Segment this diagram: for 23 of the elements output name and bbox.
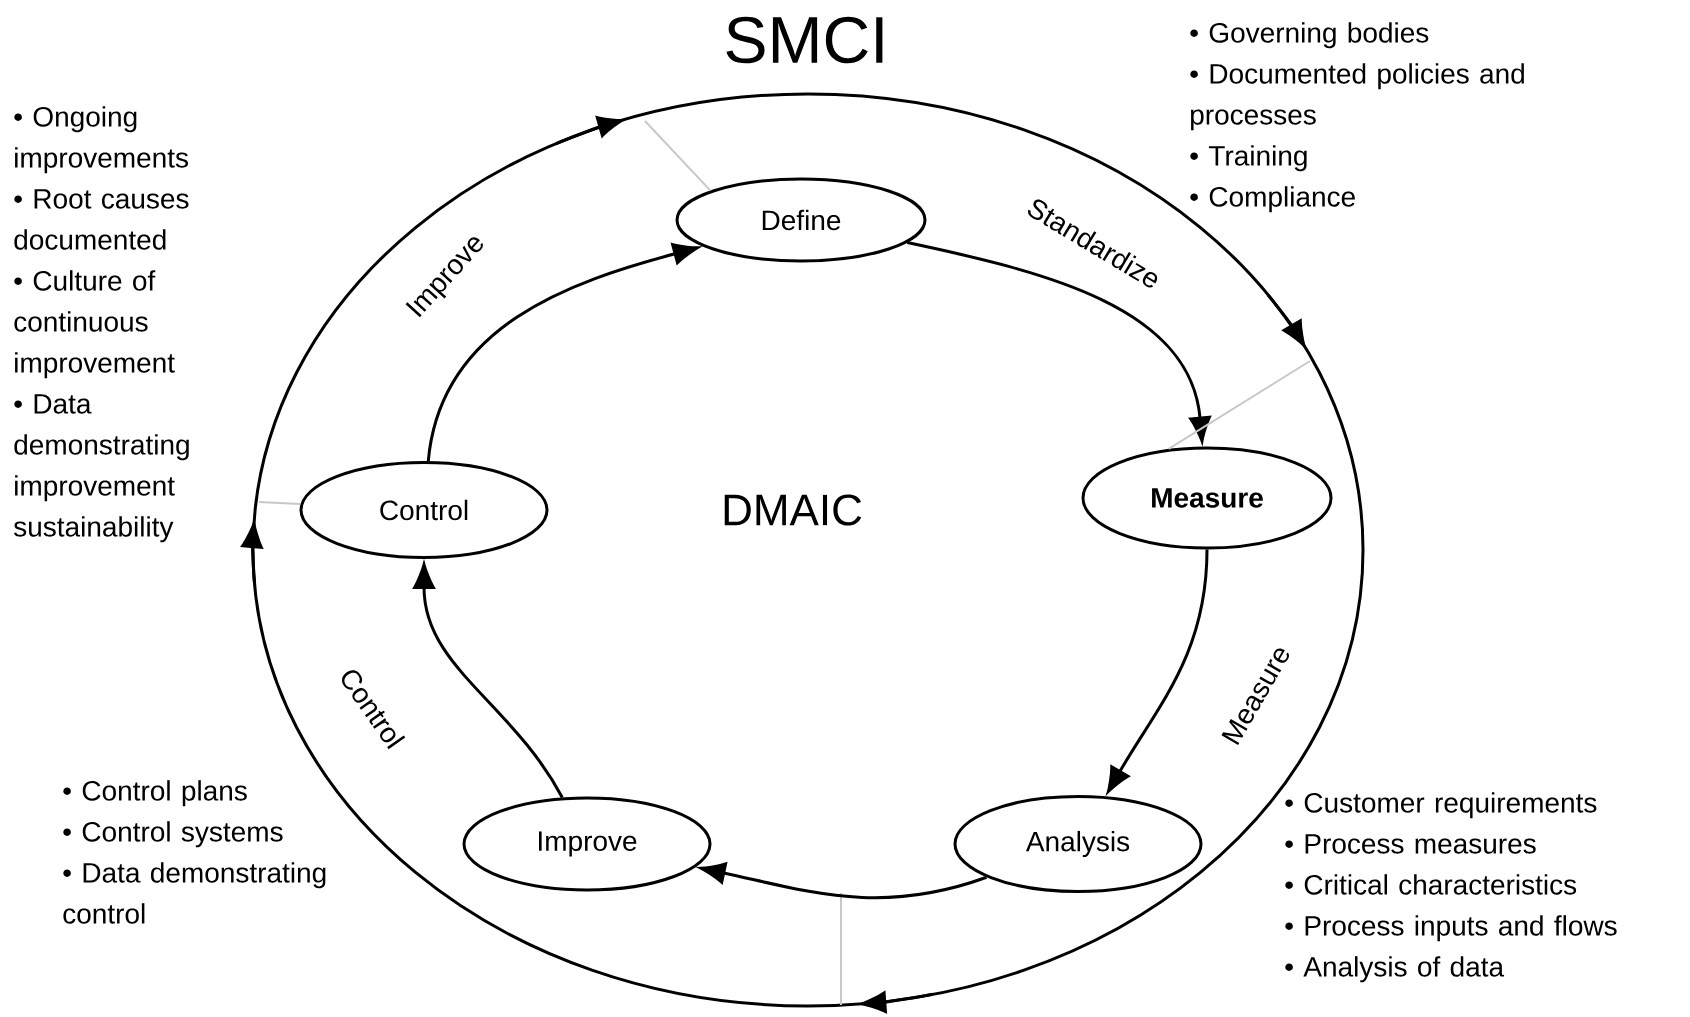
bullet-item: • Root causes documented xyxy=(14,189,189,250)
center-label: DMAIC xyxy=(724,494,862,526)
bullet-item: • Data demonstrating improvement sustainability xyxy=(14,394,189,543)
bullet-item: • Control plans xyxy=(63,780,247,807)
bullet-item: • Culture of continuous improvement xyxy=(14,270,175,379)
connector-line xyxy=(644,120,712,192)
bullet-item: • Process measures xyxy=(1285,834,1536,854)
bullet-item: • Compliance xyxy=(1190,186,1355,213)
arrow xyxy=(699,862,988,900)
bullet-item: • Documented policies and processes xyxy=(1190,63,1524,131)
bullet-item: • Control systems xyxy=(63,821,283,848)
title: SMCI xyxy=(726,16,883,64)
bullet-item: • Critical characteristics xyxy=(1285,874,1577,895)
connector-line xyxy=(1167,360,1311,450)
bullet-item: • Training xyxy=(1190,145,1307,172)
connector-line xyxy=(258,501,302,505)
bullet-item: • Process inputs and flows xyxy=(1285,915,1617,942)
arrow xyxy=(1107,549,1209,793)
bullet-item: • Data demonstrating control xyxy=(63,862,326,924)
bullet-item: • Analysis of data xyxy=(1285,956,1505,983)
bullet-item: • Ongoing improvements xyxy=(14,106,188,174)
bullet-item: • Customer requirements xyxy=(1285,792,1597,819)
bullet-item: • Governing bodies xyxy=(1190,22,1429,49)
